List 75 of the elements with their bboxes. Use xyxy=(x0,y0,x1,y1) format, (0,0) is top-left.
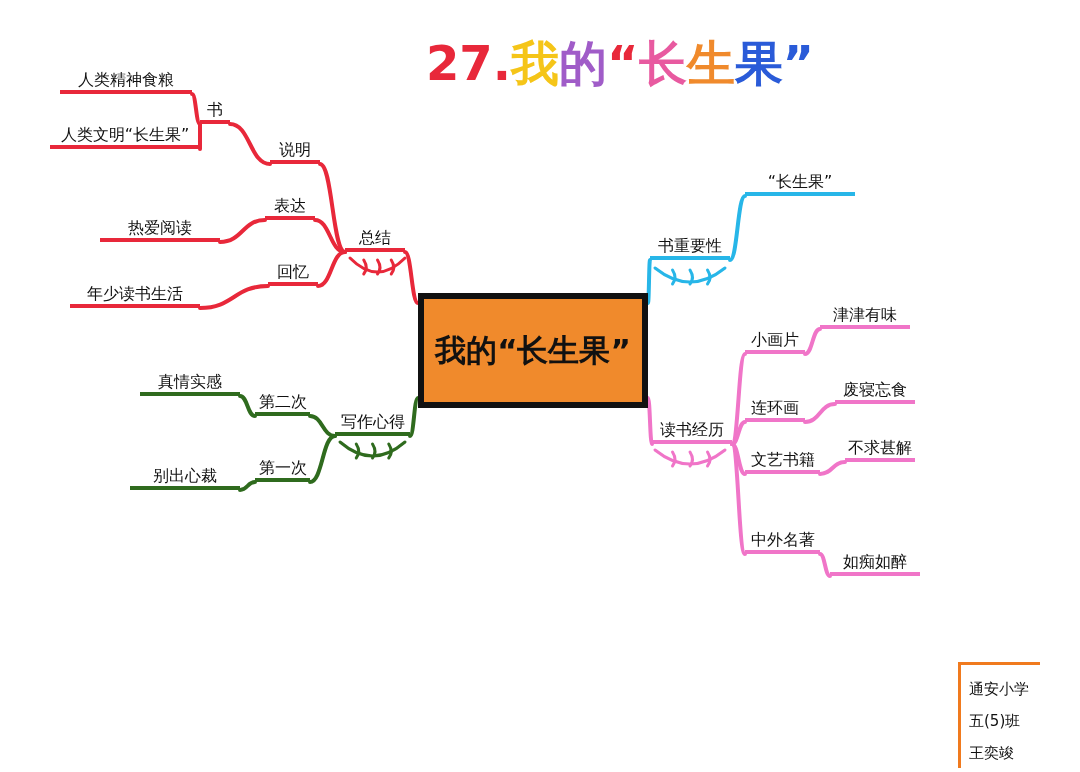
topic-text: 回忆 xyxy=(277,262,309,282)
branch-topic xyxy=(830,552,920,576)
branch-topic xyxy=(50,125,200,149)
branch-line xyxy=(408,396,420,438)
branch-topic xyxy=(270,140,320,164)
branch-topic xyxy=(70,284,200,308)
topic-text: 文艺书籍 xyxy=(750,450,815,470)
branch-line xyxy=(728,194,747,262)
branch-topic xyxy=(60,70,192,94)
topic-text: 表达 xyxy=(274,196,306,216)
branch-line xyxy=(730,442,747,556)
topic-text: 废寝忘食 xyxy=(843,380,907,400)
branch-topic xyxy=(345,228,405,252)
topic-text: 中外名著 xyxy=(750,530,815,550)
branch-line xyxy=(730,442,747,476)
branch-line xyxy=(818,460,847,476)
central-topic-box xyxy=(418,293,648,408)
topic-text: 总结 xyxy=(359,228,391,248)
topic-text: 人类文明“长生果” xyxy=(60,125,190,145)
signature-line: 五(5)班 xyxy=(969,711,1022,732)
signature-line: 王奕竣 xyxy=(969,743,1015,764)
topic-text: 连环画 xyxy=(751,398,799,418)
branch-line xyxy=(228,122,272,166)
branch-topic xyxy=(745,398,805,422)
branch-line xyxy=(403,250,420,305)
branch-line xyxy=(238,480,257,492)
branch-topic xyxy=(335,412,410,436)
topic-text: 真情实感 xyxy=(158,372,222,392)
branch-line xyxy=(238,394,257,418)
branch-line xyxy=(803,402,837,424)
topic-text: 年少读书生活 xyxy=(87,284,183,304)
topic-text: 小画片 xyxy=(751,330,799,350)
topic-text: 热爱阅读 xyxy=(128,218,192,238)
branch-line xyxy=(818,552,832,578)
title: 27.我的“长生果” xyxy=(424,34,816,93)
topic-text: 书重要性 xyxy=(658,236,722,256)
topic-text: 读书经历 xyxy=(660,420,724,440)
branch-topic xyxy=(745,530,820,554)
topic-text: 不求甚解 xyxy=(848,438,912,458)
topic-text: 第一次 xyxy=(258,458,307,478)
topic-text: 人类精神食粮 xyxy=(78,70,174,90)
topic-text: “长生果” xyxy=(767,172,833,192)
branch-topic xyxy=(652,420,732,444)
branch-topic xyxy=(268,262,318,286)
branch-topic xyxy=(265,196,315,220)
branch-line xyxy=(316,250,347,288)
topic-text: 说明 xyxy=(279,140,311,160)
branch-line xyxy=(308,434,337,484)
topic-text: 写作心得 xyxy=(340,412,405,432)
branch-topic xyxy=(745,450,820,474)
topic-text: 如痴如醉 xyxy=(843,552,907,572)
branch-line xyxy=(803,327,822,356)
branch-topic xyxy=(140,372,240,396)
branch-line xyxy=(646,396,654,446)
branch-topic xyxy=(745,330,805,354)
branch-topic xyxy=(130,466,240,490)
signature-box xyxy=(958,662,1040,768)
branch-line xyxy=(198,122,202,151)
branch-topic xyxy=(100,218,220,242)
branch-line xyxy=(218,218,267,244)
topic-text: 别出心裁 xyxy=(153,466,217,486)
branch-topic xyxy=(200,100,230,124)
branch-line xyxy=(190,92,202,126)
branch-line xyxy=(198,284,270,310)
topic-text: 第二次 xyxy=(258,392,307,412)
branch-line xyxy=(646,258,652,305)
branch-topic xyxy=(820,305,910,329)
signature-line: 通安小学 xyxy=(969,679,1030,700)
topic-text: 书 xyxy=(207,100,223,120)
topic-text: 津津有味 xyxy=(833,305,897,325)
branch-topic xyxy=(745,172,855,196)
branch-topic xyxy=(835,380,915,404)
central-topic-text: 我的“长生果” xyxy=(435,331,631,370)
branch-topic xyxy=(650,236,730,260)
branch-line xyxy=(730,420,747,446)
